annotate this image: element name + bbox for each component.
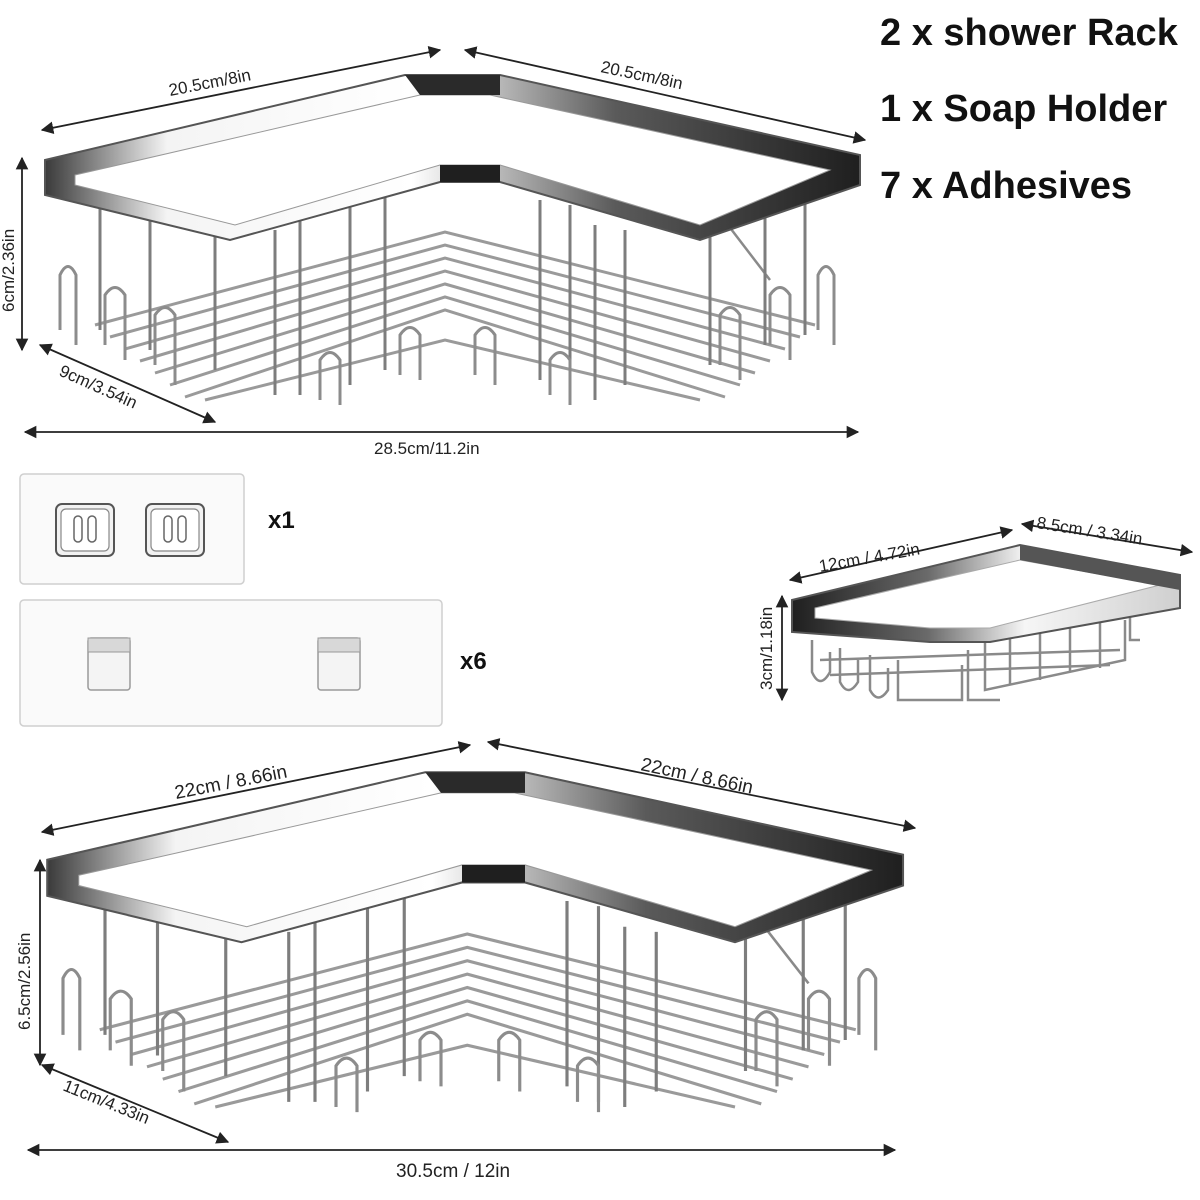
hook-pad-quantity: x1	[268, 507, 295, 534]
small-rack-length-label: 28.5cm/11.2in	[374, 439, 480, 458]
large-rack-length-label: 30.5cm / 12in	[396, 1161, 510, 1182]
package-line-adhesives: 7 x Adhesives	[880, 165, 1133, 207]
soap-holder-width-label: 12cm / 4.72in	[817, 540, 921, 576]
small-rack-width-right-label: 20.5cm/8in	[599, 57, 684, 93]
small-rack-depth-label: 9cm/3.54in	[56, 361, 140, 412]
soap-holder-dimension-lines	[775, 519, 1194, 702]
small-rack-dimension-lines	[15, 46, 867, 439]
large-rack-width-right-label: 22cm / 8.66in	[639, 754, 755, 798]
soap-holder-depth-label: 8.5cm / 3.34in	[1035, 513, 1143, 548]
package-line-racks: 2 x shower Rack	[880, 12, 1178, 54]
strip-adhesive-pad	[19, 599, 443, 727]
soap-holder-height-label: 3cm/1.18in	[757, 607, 776, 690]
large-corner-rack	[45, 770, 905, 1114]
small-rack-width-left-label: 20.5cm/8in	[167, 65, 252, 100]
large-rack-depth-label: 11cm/4.33in	[61, 1076, 153, 1128]
strip-pad-quantity: x6	[460, 648, 487, 675]
small-corner-rack	[43, 73, 862, 407]
package-line-soap-holder: 1 x Soap Holder	[880, 88, 1168, 130]
small-rack-height-label: 6cm/2.36in	[0, 229, 18, 312]
large-rack-width-left-label: 22cm / 8.66in	[173, 762, 289, 804]
hook-adhesive-pad	[19, 473, 245, 585]
large-rack-dimension-lines	[26, 738, 917, 1157]
large-rack-height-label: 6.5cm/2.56in	[15, 933, 34, 1030]
